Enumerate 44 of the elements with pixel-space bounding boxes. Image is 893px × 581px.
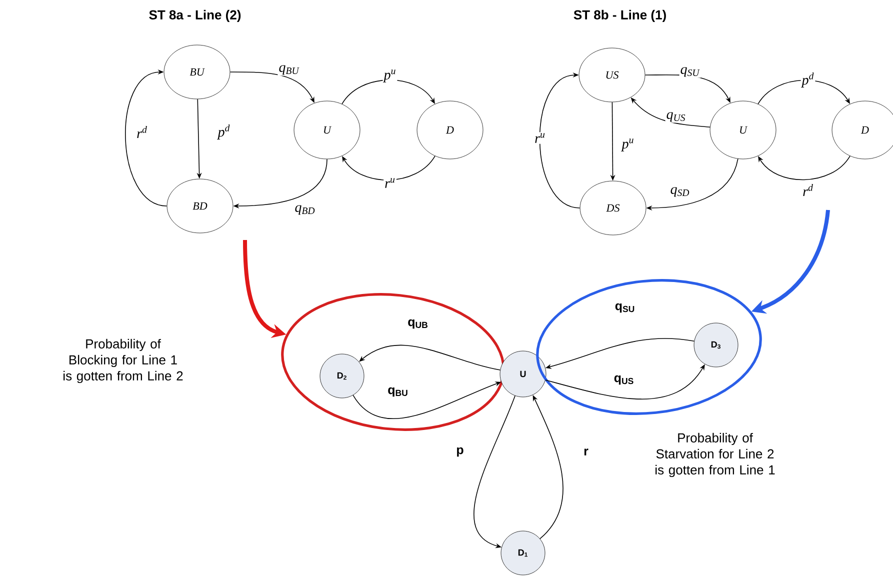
section-heading: ST 8b - Line (1) <box>574 10 666 22</box>
edge-label: p$^{u}$ <box>620 138 634 152</box>
note-text: Probability of Blocking for Line 1 is gotten from Line 2 <box>64 338 183 384</box>
arrow <box>758 156 850 180</box>
edge-label: r <box>584 448 588 456</box>
edge-label: r$^{d}$ <box>137 126 147 138</box>
edge-label: q$_{SU}$ <box>615 303 634 313</box>
edge-label: q$_{US}$ <box>666 112 686 122</box>
edge-label: p$^{d}$ <box>216 124 230 140</box>
edge-label: q$_{SU}$ <box>680 67 700 77</box>
edge-label: p <box>457 447 464 457</box>
edge-label: q$_{US}$ <box>614 375 634 385</box>
arrow <box>359 344 501 370</box>
state-node: D$_{1}$ <box>500 530 546 576</box>
arrow <box>758 80 850 104</box>
highlight-ellipse <box>536 279 762 415</box>
state-node: U <box>294 100 360 160</box>
arrow <box>539 72 580 208</box>
state-node: U <box>710 100 776 160</box>
edge-label: q$_{SD}$ <box>670 187 690 197</box>
arrow <box>125 69 168 206</box>
highlight-ellipse <box>281 293 505 431</box>
edge-label: p$^{d}$ <box>800 72 814 88</box>
arrow <box>342 80 435 104</box>
arrow <box>342 156 436 180</box>
state-node: U <box>500 350 546 398</box>
state-node: BU <box>164 44 230 100</box>
state-node: BD <box>166 178 234 234</box>
edge-label: q$_{BU}$ <box>388 387 408 397</box>
state-node: D$_{2}$ <box>320 354 364 398</box>
edge-label: p$^{u}$ <box>382 70 396 82</box>
edge-label: q$_{BD}$ <box>295 205 315 215</box>
state-node: DS <box>580 180 646 236</box>
edge-label: r$^{d}$ <box>803 184 813 196</box>
state-node: US <box>578 48 646 102</box>
state-node: D <box>832 100 893 160</box>
edge-label: r$^{u}$ <box>385 178 395 188</box>
edge-label: r$^{u}$ <box>535 133 545 143</box>
state-node: D$_{3}$ <box>694 322 738 368</box>
state-node: D <box>416 100 484 160</box>
note-text: Probability of Starvation for Line 2 is gotten from Line 1 <box>656 432 775 478</box>
edge-label: q$_{UB}$ <box>408 319 428 329</box>
edge-label: q$_{BU}$ <box>279 65 300 75</box>
section-heading: ST 8a - Line (2) <box>149 10 241 22</box>
